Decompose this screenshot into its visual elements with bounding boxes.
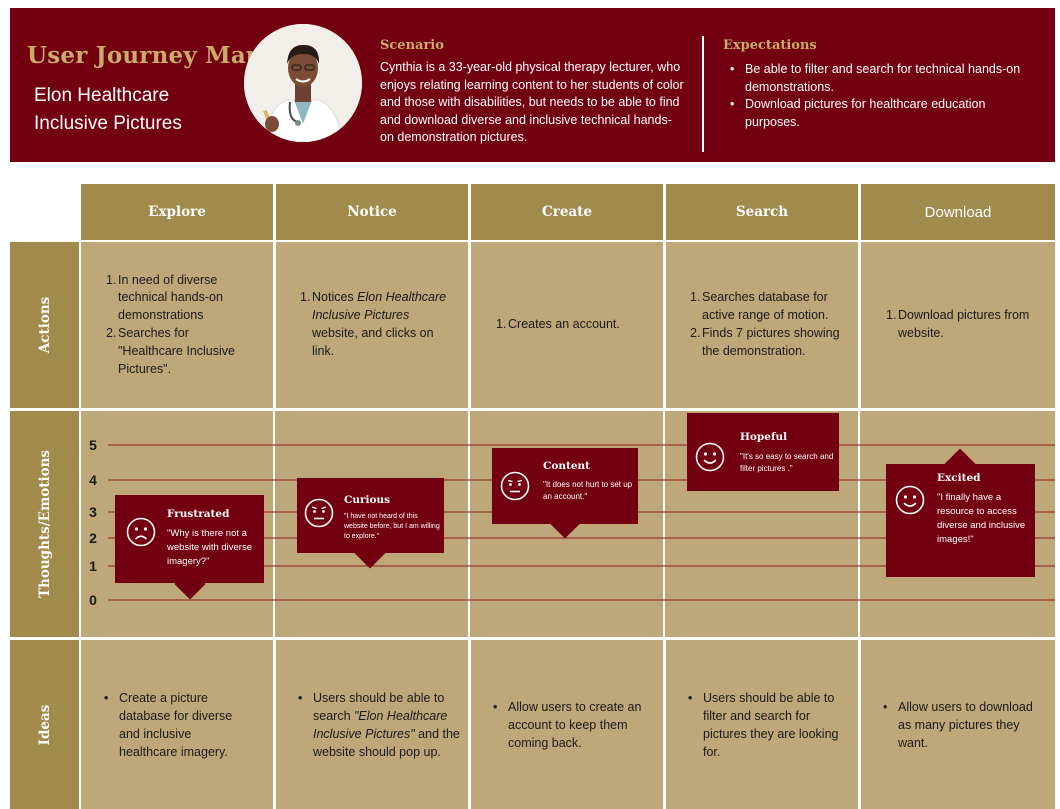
emotion-bubble-excited: Excited "I finally have a resource to ac…: [886, 448, 1035, 577]
emotion-name: Frustrated: [167, 508, 230, 520]
row-label-text: Actions: [36, 296, 53, 354]
action-item: Searches for "Healthcare Inclusive Pictu…: [106, 325, 235, 376]
emotion-quote: "I finally have a resource to access div…: [937, 492, 1026, 545]
y-tick-5: 5: [89, 437, 97, 453]
idea-cell-create: Allow users to create an account to keep…: [471, 640, 663, 809]
row-label-text: Ideas: [36, 704, 53, 745]
expectations-list: Be able to filter and search for technic…: [730, 61, 1030, 131]
emotion-quote: "I have not heard of this website before…: [344, 513, 440, 540]
header-banner: User Journey Map Elon Healthcare Inclusi…: [10, 8, 1055, 162]
emotion-bubble-curious: Curious "I have not heard of this websit…: [297, 478, 444, 569]
action-item: Notices Elon Healthcare Inclusive Pictur…: [300, 289, 447, 358]
action-item: Finds 7 pictures showing the demonstrati…: [690, 325, 840, 358]
expectation-item: Download pictures for healthcare educati…: [730, 96, 1030, 131]
action-item: In need of diverse technical hands-on de…: [106, 272, 223, 323]
sad-face-icon: [126, 517, 156, 547]
idea-item: Users should be able to search "Elon Hea…: [294, 689, 462, 761]
site-name-text: Elon Healthcare Inclusive Pictures: [312, 290, 447, 323]
stage-header-search: Search: [666, 184, 858, 240]
column-divider: [273, 411, 275, 637]
stage-header-explore: Explore: [81, 184, 273, 240]
emotion-name: Content: [543, 460, 591, 472]
content-face-icon: [500, 471, 530, 501]
y-tick-3: 3: [89, 504, 97, 520]
idea-item: Users should be able to filter and searc…: [684, 689, 844, 761]
smile-face-icon: [895, 485, 925, 515]
row-label-ideas: Ideas: [10, 640, 79, 809]
emotion-quote: "Why is there not a website with diverse…: [167, 528, 253, 567]
idea-item: Allow users to create an account to keep…: [489, 698, 657, 752]
stage-header-download: Download: [861, 184, 1055, 240]
y-tick-4: 4: [89, 472, 97, 488]
idea-cell-search: Users should be able to filter and searc…: [666, 640, 858, 809]
column-divider: [468, 411, 470, 637]
curious-face-icon: [304, 498, 334, 528]
idea-cell-download: Allow users to download as many pictures…: [861, 640, 1055, 809]
y-tick-0: 0: [89, 592, 97, 608]
row-label-emotions: Thoughts/Emotions: [10, 411, 79, 637]
action-cell-create: Creates an account.: [471, 242, 663, 408]
idea-item: Allow users to download as many pictures…: [879, 698, 1039, 752]
expectations-heading: Expectations: [723, 38, 817, 53]
action-cell-download: Download pictures from website.: [861, 242, 1055, 408]
page-title: User Journey Map: [27, 42, 263, 69]
emotion-quote: "It's so easy to search and filter pictu…: [740, 452, 834, 473]
row-label-actions: Actions: [10, 242, 79, 408]
column-divider: [663, 411, 665, 637]
idea-cell-explore: Create a picture database for diverse an…: [81, 640, 273, 809]
persona-photo: [244, 24, 362, 142]
stage-header-notice: Notice: [276, 184, 468, 240]
action-cell-explore: In need of diverse technical hands-on de…: [81, 242, 273, 408]
emotion-bubble-frustrated: Frustrated "Why is there not a website w…: [115, 495, 264, 600]
header-divider: [702, 36, 704, 152]
row-label-text: Thoughts/Emotions: [36, 449, 53, 599]
emotion-bubble-hopeful: Hopeful "It's so easy to search and filt…: [687, 413, 839, 491]
y-tick-2: 2: [89, 530, 97, 546]
column-divider: [858, 411, 860, 637]
project-subtitle: Elon Healthcare Inclusive Pictures: [34, 82, 182, 138]
scenario-text: Cynthia is a 33-year-old physical therap…: [380, 60, 684, 145]
action-item: Searches database for active range of mo…: [690, 289, 829, 323]
site-name-text: "Elon Healthcare Inclusive Pictures": [313, 708, 448, 741]
idea-item: Create a picture database for diverse an…: [100, 689, 250, 761]
action-cell-search: Searches database for active range of mo…: [666, 242, 858, 408]
expectation-item: Be able to filter and search for technic…: [730, 61, 1030, 96]
emotion-name: Excited: [937, 472, 981, 484]
subtitle-line-1: Elon Healthcare: [34, 85, 170, 106]
smile-face-icon: [695, 442, 725, 472]
emotion-bubble-content: Content "It does not hurt to set up an a…: [492, 448, 638, 539]
idea-cell-notice: Users should be able to search "Elon Hea…: [276, 640, 468, 809]
emotion-quote: "It does not hurt to set up an account.": [543, 480, 633, 501]
y-tick-1: 1: [89, 558, 97, 574]
scenario-heading: Scenario: [380, 38, 444, 53]
stage-header-create: Create: [471, 184, 663, 240]
emotion-name: Hopeful: [740, 431, 788, 443]
emotion-name: Curious: [344, 494, 391, 506]
subtitle-line-2: Inclusive Pictures: [34, 113, 182, 134]
action-item: Download pictures from website.: [886, 307, 1030, 340]
action-item: Creates an account.: [496, 316, 620, 334]
action-cell-notice: Notices Elon Healthcare Inclusive Pictur…: [276, 242, 468, 408]
